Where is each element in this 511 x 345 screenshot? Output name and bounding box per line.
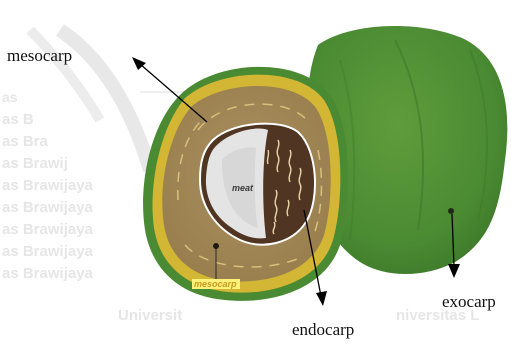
watermark-line: as <box>2 89 18 105</box>
watermark-line: as B <box>2 111 34 128</box>
mesocarp-marker-dot <box>213 243 219 249</box>
exocarp-label: exocarp <box>442 292 496 311</box>
mesocarp-inner-label: mesocarp <box>194 279 237 289</box>
watermark-arc <box>60 30 150 170</box>
mesocarp-label: mesocarp <box>7 46 72 65</box>
watermark-line: as Brawijaya <box>2 221 94 238</box>
endocarp-label: endocarp <box>292 320 354 339</box>
watermark-line: as Brawijaya <box>2 177 94 194</box>
watermark-line: as Brawij <box>2 155 68 172</box>
watermark-line: as Brawijaya <box>2 199 94 216</box>
watermark-arc <box>30 30 100 120</box>
watermark-line: as Brawijaya <box>2 265 94 282</box>
watermark-line: as Bra <box>2 133 49 150</box>
watermark-line: Universit <box>118 307 182 324</box>
exocarp-arrowhead <box>448 264 460 278</box>
watermark-line: as Brawijaya <box>2 243 94 260</box>
cut-fruit: meat mesocarp <box>143 67 348 301</box>
exocarp-point <box>448 208 454 214</box>
meat-inner-label: meat <box>232 183 254 193</box>
endocarp-arrowhead <box>316 291 327 306</box>
